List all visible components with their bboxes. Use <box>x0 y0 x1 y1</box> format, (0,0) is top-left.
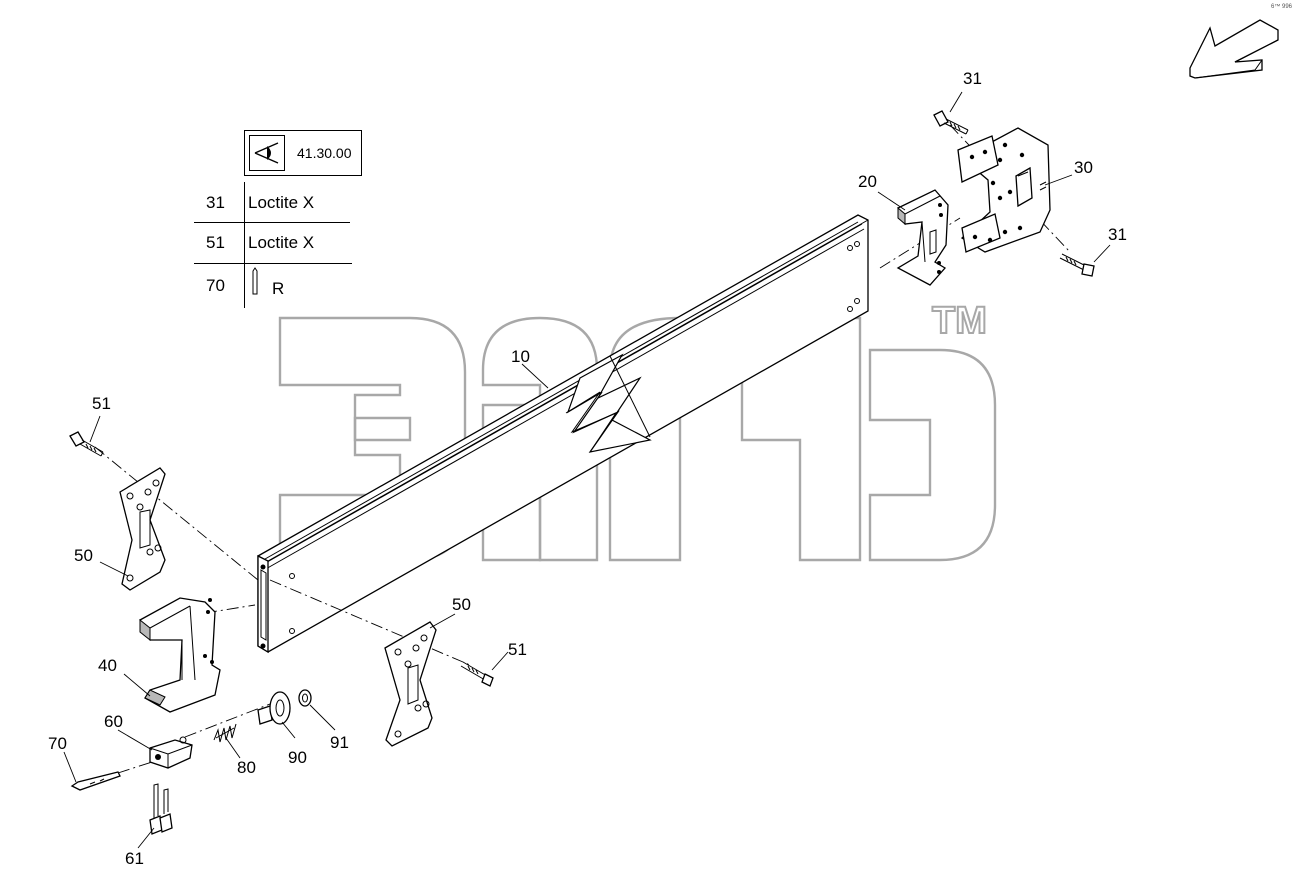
label-60: 60 <box>104 712 123 731</box>
label-61: 61 <box>125 849 144 868</box>
pin-icon <box>252 267 258 295</box>
legend-rule <box>194 263 352 264</box>
label-31-right: 31 <box>1108 225 1127 244</box>
plate-part-30 <box>957 127 1051 253</box>
bracket-part-40 <box>139 597 221 713</box>
knob-part-90 <box>257 691 291 725</box>
label-90: 90 <box>288 748 307 767</box>
bolt-part-51-right <box>460 661 494 687</box>
axis-line-pin <box>117 761 153 774</box>
bolt-part-51-left <box>69 431 104 457</box>
plate-part-50-left <box>119 467 166 591</box>
legend-num: 31 <box>206 193 225 212</box>
legend-row: 31 Loctite X <box>194 182 352 222</box>
screw-part-61 <box>149 783 173 835</box>
legend-text: R <box>272 279 285 298</box>
label-30: 30 <box>1074 158 1093 177</box>
legend-row: 70 R <box>194 263 352 303</box>
label-51-right: 51 <box>508 640 527 659</box>
bolt-part-31-top <box>933 110 969 135</box>
legend-text: Loctite X <box>248 193 315 212</box>
axis-line-left <box>94 446 259 581</box>
label-31-top: 31 <box>963 69 982 88</box>
pin-part-70 <box>70 771 121 791</box>
label-50-right: 50 <box>452 595 471 614</box>
label-10: 10 <box>511 347 530 366</box>
plate-part-50-right <box>384 621 437 747</box>
legend-rule <box>194 222 350 223</box>
leader-lines <box>63 91 1111 849</box>
nut-part-91 <box>298 689 312 707</box>
eye-icon <box>249 135 285 171</box>
label-80: 80 <box>237 758 256 777</box>
reference-code: 41.30.00 <box>297 145 352 161</box>
spring-part-80 <box>213 723 237 743</box>
label-91: 91 <box>330 733 349 752</box>
bracket-part-20 <box>896 189 949 286</box>
block-part-60 <box>149 736 193 769</box>
label-70: 70 <box>48 734 67 753</box>
legend-row: 51 Loctite X <box>194 222 352 262</box>
legend-text: Loctite X <box>248 233 315 252</box>
reference-box[interactable]: 41.30.00 <box>244 130 362 176</box>
beam-part-10 <box>257 214 869 654</box>
label-20: 20 <box>858 172 877 191</box>
legend-num: 70 <box>206 276 225 295</box>
bolt-part-31-right <box>1059 253 1095 277</box>
label-50-left: 50 <box>74 546 93 565</box>
legend-num: 51 <box>206 233 225 252</box>
axis-line-right <box>269 579 471 666</box>
axis-line-spring <box>184 703 271 738</box>
label-51-left: 51 <box>92 394 111 413</box>
direction-arrow-icon <box>1189 19 1279 79</box>
label-40: 40 <box>98 656 117 675</box>
corner-mark: 6™ 996 <box>1271 4 1293 10</box>
legend-divider <box>244 182 245 308</box>
trademark-text: TM <box>932 300 987 342</box>
